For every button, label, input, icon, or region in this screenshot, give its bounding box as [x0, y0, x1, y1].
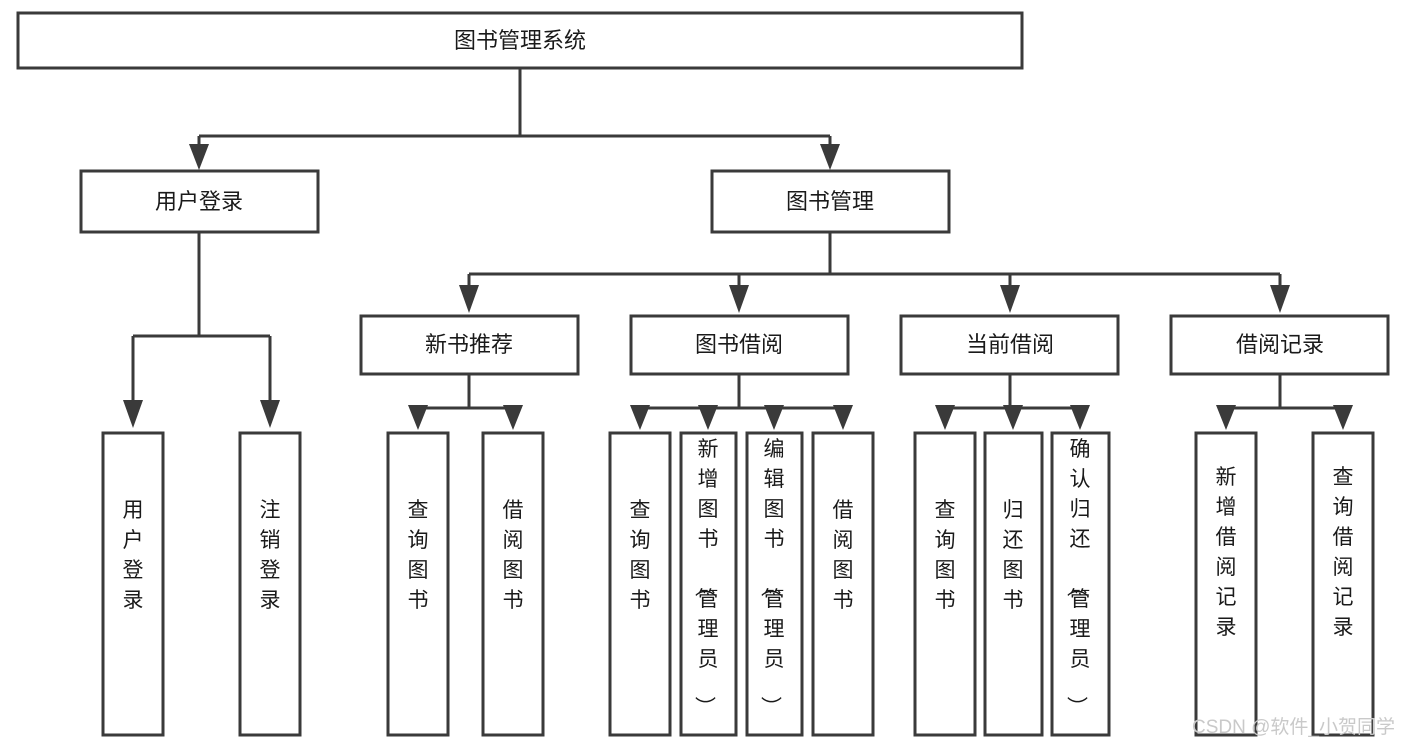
node-book-management-label: 图书管理	[786, 189, 874, 214]
arrow-head-current-borrow	[1000, 285, 1020, 313]
arrow-head-bb-leaf-1	[630, 405, 650, 430]
arrow-head-nbr-leaf-2	[503, 405, 523, 430]
node-book-management[interactable]: 图书管理	[710, 169, 951, 234]
arrow-head-borrow-record	[1270, 285, 1290, 313]
leaf-user-login-logout-label: 注销登录	[260, 499, 281, 612]
arrow-head-book-management	[820, 144, 840, 170]
leaf-cb-query-book-box[interactable]	[913, 431, 977, 737]
leaf-bb-edit-book-admin-box[interactable]	[745, 431, 804, 737]
node-book-borrow[interactable]: 图书借阅	[629, 314, 850, 376]
leaf-bb-query-book[interactable]: 查询图书	[608, 431, 672, 737]
node-new-book-recommend-box[interactable]	[359, 314, 580, 376]
leaf-br-add-record[interactable]: 新增借阅记录	[1194, 431, 1258, 737]
leaf-nbr-borrow-book[interactable]: 借阅图书	[481, 431, 545, 737]
arrow-head-leaf-user-login-1	[123, 400, 143, 428]
node-root-label: 图书管理系统	[454, 28, 586, 53]
leaf-cb-return-book-label: 归还图书	[1003, 499, 1024, 612]
node-book-management-box[interactable]	[710, 169, 951, 234]
arrow-head-leaf-user-login-2	[260, 400, 280, 428]
leaf-bb-borrow-book[interactable]: 借阅图书	[811, 431, 875, 737]
leaf-nbr-borrow-book-box[interactable]	[481, 431, 545, 737]
node-root-box[interactable]	[16, 11, 1024, 70]
leaf-user-login-login-box[interactable]	[101, 431, 165, 737]
arrow-head-cb-leaf-3	[1070, 405, 1090, 430]
node-borrow-record-label: 借阅记录	[1236, 332, 1324, 357]
leaf-br-query-record-label: 查询借阅记录	[1333, 466, 1354, 639]
leaf-bb-borrow-book-box[interactable]	[811, 431, 875, 737]
leaf-bb-edit-book-admin[interactable]: 编辑图书（管理员）	[745, 431, 804, 737]
arrow-head-bb-leaf-3	[764, 405, 784, 430]
node-borrow-record[interactable]: 借阅记录	[1169, 314, 1390, 376]
arrow-head-nbr-leaf-1	[408, 405, 428, 430]
arrow-head-new-book-recommend	[459, 285, 479, 313]
leaf-nbr-query-book-label: 查询图书	[408, 499, 429, 612]
arrow-head-br-leaf-2	[1333, 405, 1353, 430]
leaf-bb-borrow-book-label: 借阅图书	[833, 499, 854, 612]
arrow-head-bb-leaf-4	[833, 405, 853, 430]
node-borrow-record-box[interactable]	[1169, 314, 1390, 376]
leaf-br-add-record-label: 新增借阅记录	[1216, 466, 1237, 639]
arrow-head-cb-leaf-1	[935, 405, 955, 430]
leaf-cb-return-book-box[interactable]	[983, 431, 1044, 737]
arrow-head-book-borrow	[729, 285, 749, 313]
node-root-book-management-system[interactable]: 图书管理系统	[16, 11, 1024, 70]
leaf-br-query-record-box[interactable]	[1311, 431, 1375, 737]
arrow-head-user-login	[189, 144, 209, 170]
node-book-borrow-box[interactable]	[629, 314, 850, 376]
leaf-cb-query-book[interactable]: 查询图书	[913, 431, 977, 737]
leaf-bb-edit-book-admin-label: 编辑图书（管理员）	[759, 438, 785, 717]
leaf-br-query-record[interactable]: 查询借阅记录	[1311, 431, 1375, 737]
leaf-cb-confirm-return-admin[interactable]: 确认归还（管理员）	[1050, 431, 1111, 737]
node-new-book-recommend-label: 新书推荐	[425, 332, 513, 357]
leaf-user-login-login-label: 用户登录	[123, 499, 144, 612]
leaf-bb-query-book-box[interactable]	[608, 431, 672, 737]
node-book-borrow-label: 图书借阅	[695, 332, 783, 357]
node-current-borrow-label: 当前借阅	[966, 332, 1054, 357]
node-current-borrow-box[interactable]	[899, 314, 1120, 376]
node-user-login[interactable]: 用户登录	[79, 169, 320, 234]
leaf-bb-add-book-admin[interactable]: 新增图书（管理员）	[679, 431, 738, 737]
leaf-bb-query-book-label: 查询图书	[630, 499, 651, 612]
leaf-br-add-record-box[interactable]	[1194, 431, 1258, 737]
arrow-head-br-leaf-1	[1216, 405, 1236, 430]
leaf-cb-return-book[interactable]: 归还图书	[983, 431, 1044, 737]
leaf-nbr-query-book[interactable]: 查询图书	[386, 431, 450, 737]
leaf-nbr-borrow-book-label: 借阅图书	[503, 499, 524, 612]
leaf-cb-confirm-return-admin-box[interactable]	[1050, 431, 1111, 737]
arrow-head-cb-leaf-2	[1003, 405, 1023, 430]
leaf-cb-confirm-return-admin-label: 确认归还（管理员）	[1065, 438, 1091, 717]
leaf-user-login-logout[interactable]: 注销登录	[238, 431, 302, 737]
leaf-bb-add-book-admin-box[interactable]	[679, 431, 738, 737]
watermark-text: CSDN @软件_小贺同学	[1192, 716, 1395, 738]
leaf-bb-add-book-admin-label: 新增图书（管理员）	[693, 438, 719, 717]
node-new-book-recommend[interactable]: 新书推荐	[359, 314, 580, 376]
leaf-cb-query-book-label: 查询图书	[935, 499, 956, 612]
node-user-login-label: 用户登录	[155, 189, 243, 214]
leaf-user-login-logout-box[interactable]	[238, 431, 302, 737]
node-current-borrow[interactable]: 当前借阅	[899, 314, 1120, 376]
arrow-head-bb-leaf-2	[698, 405, 718, 430]
leaf-nbr-query-book-box[interactable]	[386, 431, 450, 737]
leaf-user-login-login[interactable]: 用户登录	[101, 431, 165, 737]
